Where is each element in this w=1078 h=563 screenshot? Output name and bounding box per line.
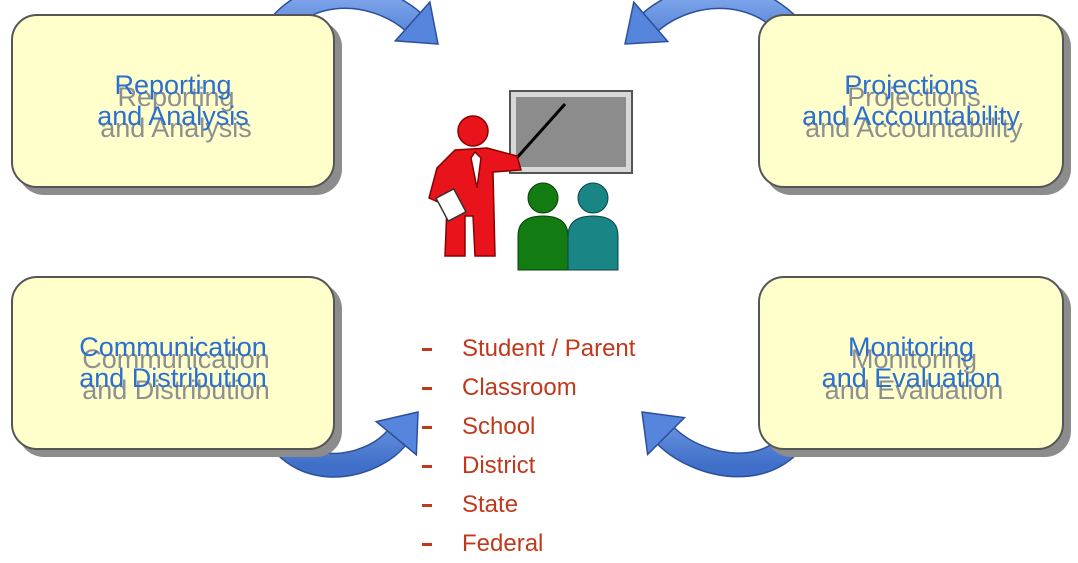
monitoring-evaluation-label-shadow: Monitoring and Evaluation bbox=[766, 344, 1062, 406]
top-left-curved-arrow-icon-head bbox=[393, 0, 439, 45]
projections-accountability-label: Projections and Accountability bbox=[760, 70, 1062, 132]
presentation-board bbox=[509, 90, 633, 174]
bullet-dash-icon bbox=[422, 426, 432, 430]
pointer-stick bbox=[513, 103, 567, 161]
audience-icon bbox=[517, 182, 619, 271]
projections-line2: and Accountability bbox=[802, 101, 1020, 131]
communication-distribution-label-shadow: Communication and Distribution bbox=[19, 344, 333, 406]
reporting-analysis-label: Reporting and Analysis bbox=[13, 70, 333, 132]
level-item: State bbox=[422, 485, 635, 524]
reporting-analysis-label-shadow: Reporting and Analysis bbox=[19, 82, 333, 144]
projections-accountability-label-shadow: Projections and Accountability bbox=[766, 82, 1062, 144]
bullet-dash-icon bbox=[422, 465, 432, 469]
communication-shadow-line2: and Distribution bbox=[82, 375, 270, 405]
level-label: State bbox=[462, 491, 519, 518]
monitoring-evaluation-label: Monitoring and Evaluation bbox=[760, 332, 1062, 394]
level-item: Classroom bbox=[422, 368, 635, 407]
bullet-dash-icon bbox=[422, 348, 432, 352]
bottom-right-curved-arrow-icon-head bbox=[641, 411, 687, 457]
projections-shadow-line1: Projections bbox=[847, 82, 981, 112]
communication-shadow-line1: Communication bbox=[82, 344, 270, 374]
reporting-line2: and Analysis bbox=[97, 101, 249, 131]
level-item: Student / Parent bbox=[422, 329, 635, 368]
level-list: Student / Parent Classroom School Distri… bbox=[422, 329, 635, 563]
reporting-shadow-line2: and Analysis bbox=[100, 113, 252, 143]
projections-accountability-box: Projections and Accountability Projectio… bbox=[758, 14, 1064, 188]
monitoring-line2: and Evaluation bbox=[821, 363, 1001, 393]
level-label: School bbox=[462, 413, 536, 440]
reporting-shadow-line1: Reporting bbox=[117, 82, 235, 112]
bullet-dash-icon bbox=[422, 504, 432, 508]
presenter-icon bbox=[428, 90, 633, 271]
monitoring-shadow-line1: Monitoring bbox=[850, 344, 978, 374]
monitoring-evaluation-box: Monitoring and Evaluation Monitoring and… bbox=[758, 276, 1064, 450]
projections-shadow-line2: and Accountability bbox=[805, 113, 1023, 143]
level-label: Federal bbox=[462, 530, 544, 557]
communication-distribution-box: Communication and Distribution Communica… bbox=[11, 276, 335, 450]
presenter-figure bbox=[428, 115, 522, 257]
reporting-analysis-box: Reporting and Analysis Reporting and Ana… bbox=[11, 14, 335, 188]
level-label: Classroom bbox=[462, 374, 577, 401]
bullet-dash-icon bbox=[422, 543, 432, 547]
projections-line1: Projections bbox=[844, 70, 978, 100]
monitoring-line1: Monitoring bbox=[847, 332, 975, 362]
bullet-dash-icon bbox=[422, 387, 432, 391]
reporting-line1: Reporting bbox=[114, 70, 232, 100]
monitoring-shadow-line2: and Evaluation bbox=[824, 375, 1004, 405]
communication-distribution-label: Communication and Distribution bbox=[13, 332, 333, 394]
level-item: Federal bbox=[422, 524, 635, 563]
level-label: Student / Parent bbox=[462, 335, 636, 362]
bottom-left-curved-arrow-icon-head bbox=[374, 411, 419, 457]
communication-line1: Communication bbox=[79, 332, 267, 362]
level-label: District bbox=[462, 452, 536, 479]
level-item: School bbox=[422, 407, 635, 446]
communication-line2: and Distribution bbox=[79, 363, 267, 393]
level-item: District bbox=[422, 446, 635, 485]
top-right-curved-arrow-icon-head bbox=[624, 0, 670, 45]
